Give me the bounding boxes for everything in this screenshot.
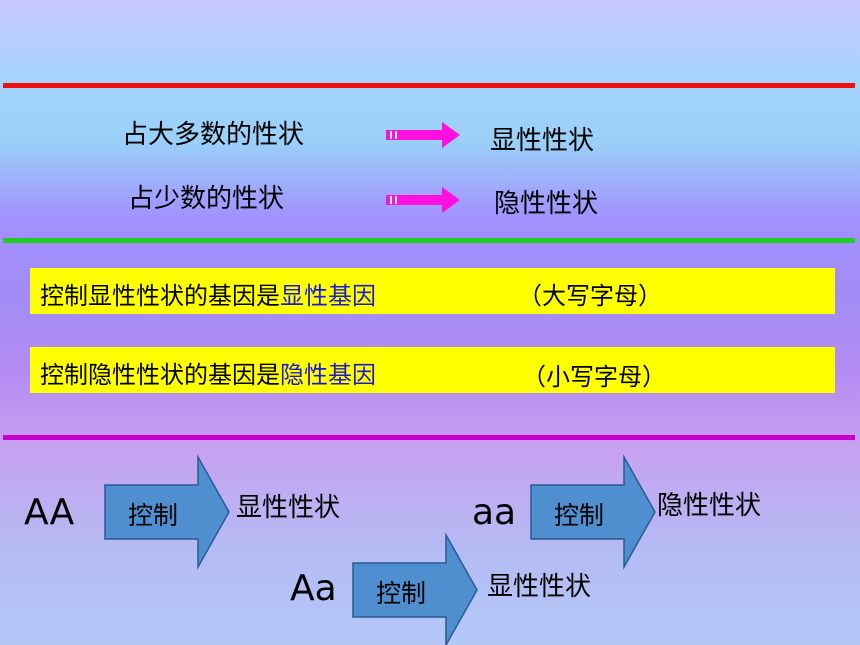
dominant-gene-text: 控制显性性状的基因是显性基因	[40, 276, 376, 311]
dominant-gene-lead: 控制显性性状的基因是	[40, 282, 280, 310]
genotype-aa: aa	[472, 492, 517, 533]
arrow-right-icon	[386, 122, 460, 148]
recessive-gene-term: 隐性基因	[280, 361, 376, 389]
arrow-right-icon	[386, 187, 460, 213]
control-label: 控制	[554, 501, 605, 530]
majority-trait-label: 占大多数的性状	[122, 120, 305, 150]
recessive-gene-box	[30, 347, 835, 393]
minority-trait-label: 占少数的性状	[128, 184, 285, 214]
trait-aa: 隐性性状	[657, 491, 762, 521]
dominant-gene-note: （大写字母）	[518, 282, 662, 310]
genotype-Aa: Aa	[290, 568, 337, 609]
dominant-trait-label: 显性性状	[490, 126, 595, 156]
genotype-AA: AA	[24, 492, 75, 533]
control-arrow-AA: 控制	[104, 454, 230, 570]
control-arrow-aa: 控制	[530, 454, 656, 570]
control-label: 控制	[376, 579, 427, 608]
recessive-gene-text: 控制隐性性状的基因是隐性基因	[40, 355, 376, 390]
divider-green	[3, 238, 855, 243]
dominant-gene-term: 显性基因	[280, 282, 376, 310]
dominant-gene-box	[30, 268, 835, 314]
recessive-gene-lead: 控制隐性性状的基因是	[40, 361, 280, 389]
trait-Aa: 显性性状	[487, 572, 592, 602]
trait-AA: 显性性状	[236, 493, 341, 523]
recessive-trait-label: 隐性性状	[494, 189, 599, 219]
divider-magenta	[3, 435, 855, 440]
recessive-gene-note: （小写字母）	[522, 363, 666, 391]
control-arrow-Aa: 控制	[352, 532, 478, 645]
control-label: 控制	[128, 501, 179, 530]
divider-red	[3, 83, 855, 88]
